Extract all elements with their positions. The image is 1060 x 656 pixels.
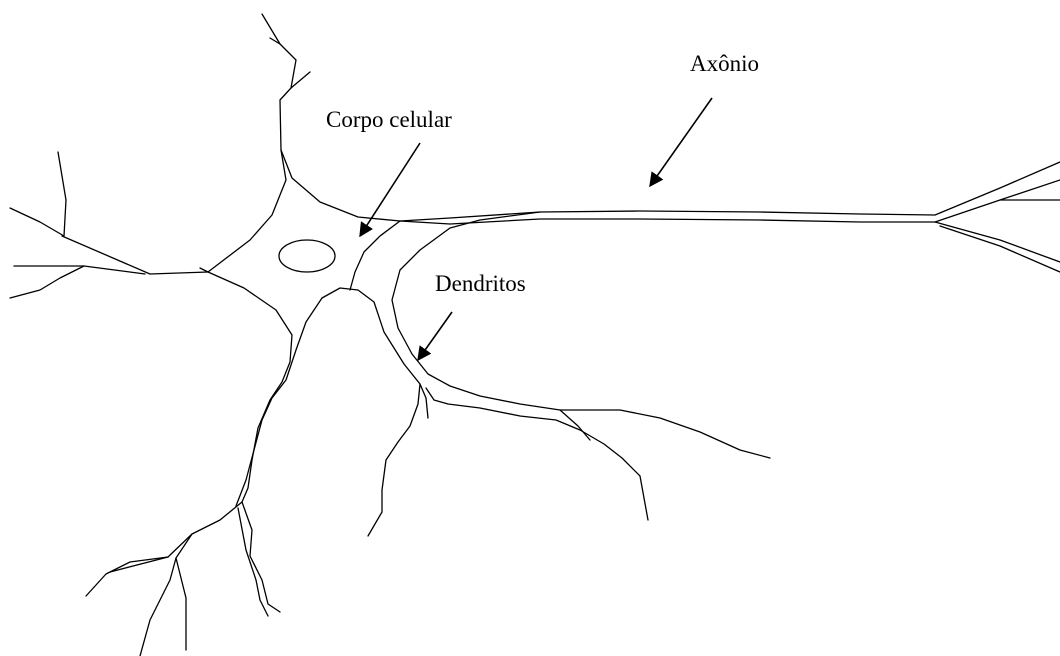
axon-terminal: [935, 222, 1060, 262]
neuron-drawing: [10, 14, 1060, 656]
axon-terminal: [940, 226, 1060, 272]
right-dendrite-branch: [560, 410, 590, 440]
lower-dendrite-branch: [176, 558, 186, 650]
right-dendrite: [392, 212, 770, 458]
right-dendrite: [350, 221, 400, 290]
cell-body-lower-outline: [140, 272, 292, 656]
axon-arrow: [650, 98, 712, 186]
right-dendrite-branch: [368, 384, 420, 536]
annotation-arrows: [360, 98, 712, 360]
dendrites-label: Dendritos: [435, 272, 526, 295]
right-dendrite: [426, 388, 648, 520]
left-dendrite-lower: [10, 266, 145, 298]
left-dendrite-branch: [200, 268, 208, 272]
cell-body-inner-outline: [236, 298, 322, 506]
cell-body-label: Corpo celular: [326, 108, 452, 131]
nucleus: [279, 240, 335, 272]
dendrites-arrow: [418, 312, 452, 360]
axon-label: Axônio: [690, 52, 759, 75]
lower-dendrite-branch: [110, 557, 168, 572]
cell-body-left-outline: [62, 150, 286, 274]
left-dendrite-upper: [10, 152, 66, 236]
